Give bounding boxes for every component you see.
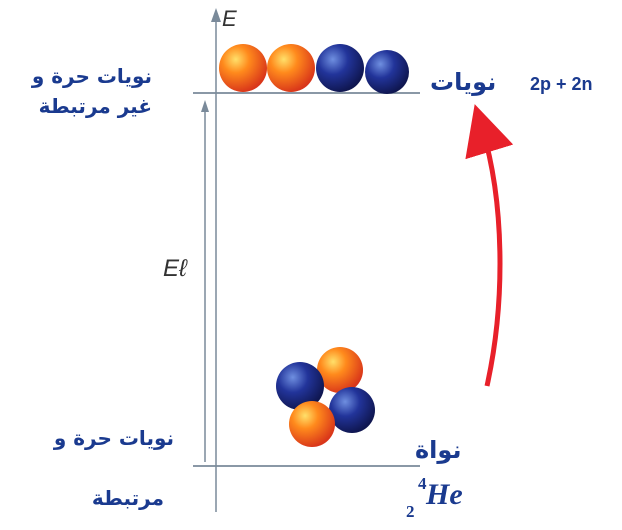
top-right-word: نويات [430, 68, 497, 96]
helium-nucleus [276, 347, 375, 447]
nuclide-symbol: He [426, 478, 463, 511]
energy-axis-label: E [222, 6, 237, 31]
proton-ball [267, 44, 315, 92]
neutron-ball [276, 362, 324, 410]
bottom-left-label-line2: مرتبطة [91, 486, 164, 510]
proton-ball [317, 347, 363, 393]
top-right-count: 2p + 2n [530, 74, 593, 94]
top-left-label-line1: نويات حرة و [31, 64, 152, 88]
excitation-arrow [465, 104, 514, 387]
binding-energy-arrowhead-top [201, 100, 209, 112]
top-left-label-line2: غير مرتبطة [38, 94, 152, 118]
neutron-ball [316, 44, 364, 92]
neutron-ball [365, 50, 409, 94]
energy-axis-arrowhead [211, 8, 221, 22]
bottom-right-word: نواة [415, 436, 462, 464]
proton-ball [289, 401, 335, 447]
binding-energy-label: Eℓ [163, 255, 187, 282]
bottom-left-label-line1: نويات حرة و [53, 426, 174, 450]
proton-ball [219, 44, 267, 92]
atomic-number: 2 [406, 502, 415, 521]
mass-number: 4 [418, 474, 427, 493]
free-nucleons [219, 44, 409, 94]
neutron-ball [329, 387, 375, 433]
